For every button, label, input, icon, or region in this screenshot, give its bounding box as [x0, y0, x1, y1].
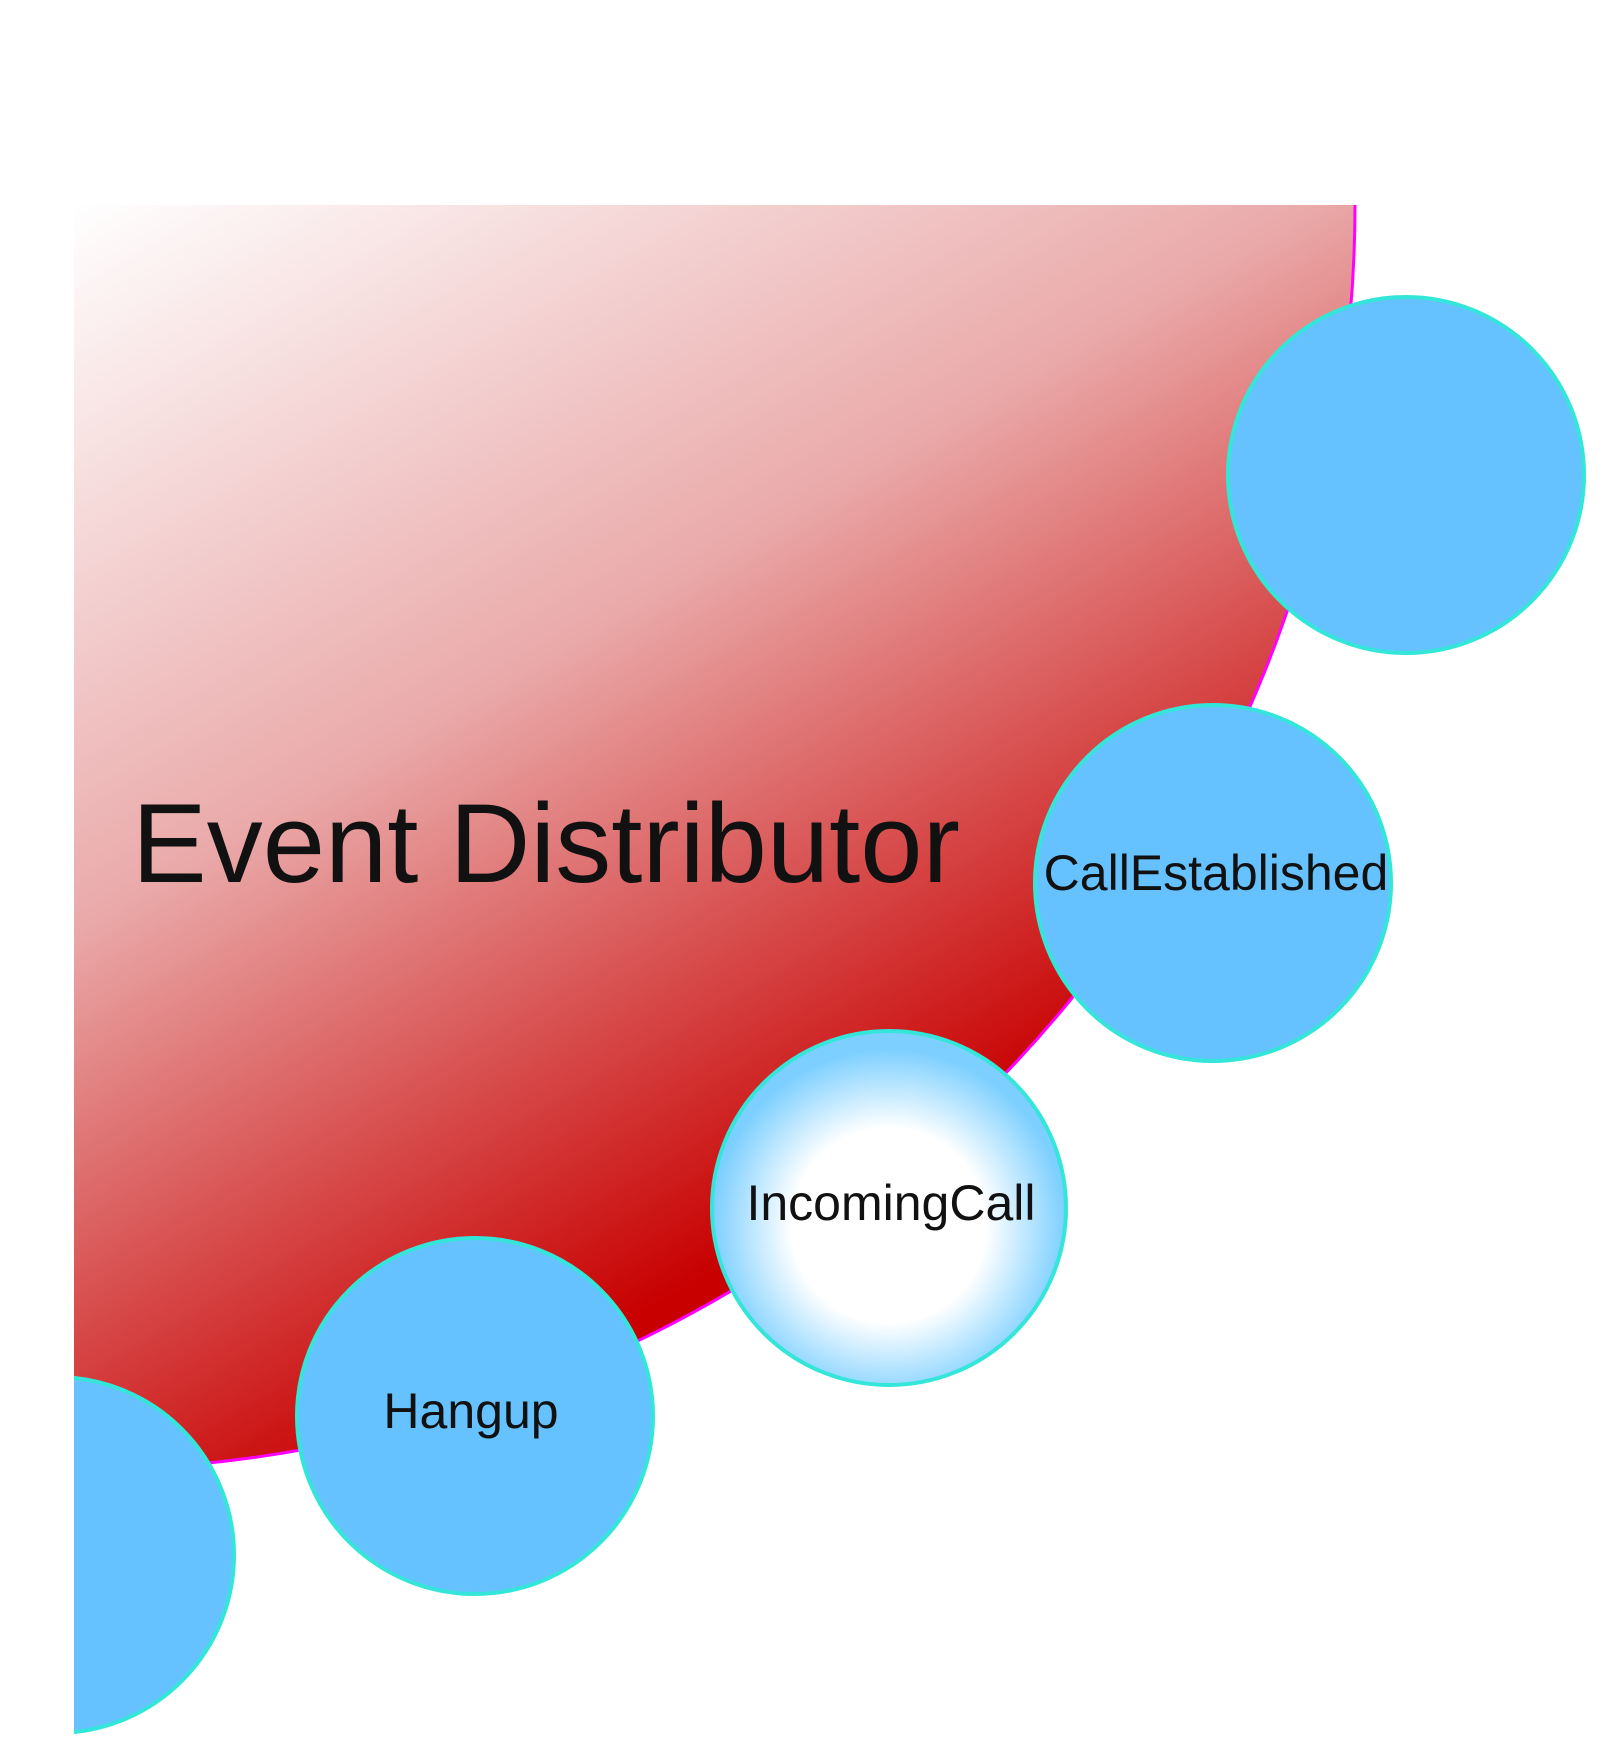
event-node-top-right[interactable]: [1226, 295, 1586, 655]
event-distributor-area: [74, 205, 1355, 1470]
event-node-bottom-left[interactable]: [0, 1375, 236, 1735]
event-node-call-established-label: CallEstablished: [1044, 845, 1389, 901]
event-nodes: CallEstablished IncomingCall Hangup: [0, 295, 1586, 1735]
event-node-incoming-call-label: IncomingCall: [746, 1175, 1035, 1231]
event-node-call-established[interactable]: CallEstablished: [1033, 703, 1393, 1063]
event-node-hangup-label: Hangup: [383, 1383, 558, 1439]
event-node-incoming-call[interactable]: IncomingCall: [710, 1029, 1068, 1387]
event-node-hangup[interactable]: Hangup: [295, 1236, 655, 1596]
distributor-title: Event Distributor: [132, 781, 960, 906]
